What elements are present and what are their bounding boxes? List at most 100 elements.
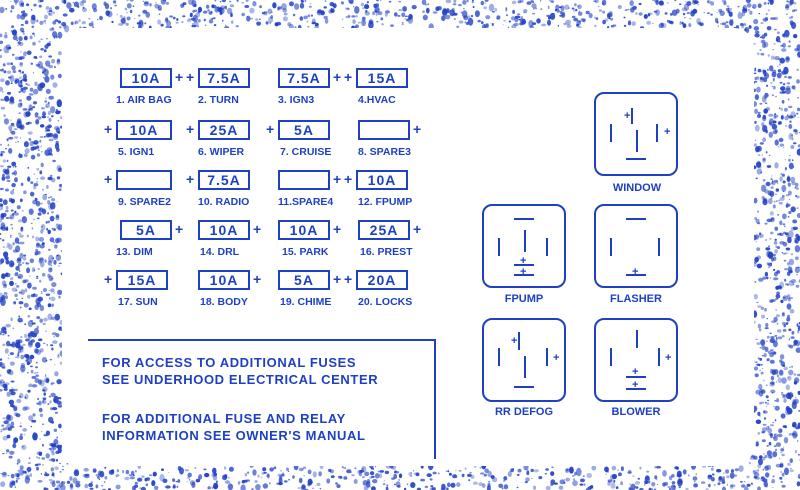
speckle-dot — [426, 473, 432, 478]
speckle-dot — [784, 159, 786, 161]
relay-pin — [524, 356, 526, 378]
speckle-dot — [37, 268, 40, 270]
speckle-dot — [38, 40, 41, 43]
plus-terminal: + — [665, 352, 672, 364]
speckle-dot — [49, 202, 56, 210]
speckle-dot — [634, 486, 639, 489]
speckle-dot — [753, 26, 760, 31]
fuse-label: 20. LOCKS — [358, 296, 413, 308]
speckle-dot — [16, 398, 22, 404]
speckle-dot — [425, 7, 430, 14]
speckle-dot — [777, 199, 781, 202]
speckle-dot — [789, 394, 794, 397]
speckle-dot — [757, 154, 761, 156]
speckle-dot — [345, 7, 350, 10]
speckle-dot — [115, 474, 120, 477]
speckle-dot — [49, 196, 53, 198]
speckle-dot — [610, 17, 614, 21]
speckle-dot — [783, 437, 789, 444]
speckle-dot — [617, 469, 620, 471]
speckle-dot — [32, 41, 36, 46]
speckle-dot — [578, 10, 580, 13]
speckle-dot — [788, 190, 792, 196]
speckle-dot — [249, 7, 255, 14]
speckle-dot — [15, 141, 17, 143]
speckle-dot — [28, 415, 34, 421]
speckle-dot — [9, 216, 13, 219]
speckle-dot — [769, 359, 775, 364]
speckle-dot — [371, 475, 375, 478]
speckle-dot — [142, 0, 144, 3]
speckle-dot — [786, 0, 789, 3]
speckle-dot — [779, 281, 785, 289]
speckle-dot — [6, 340, 11, 347]
speckle-dot — [30, 62, 33, 65]
speckle-dot — [749, 10, 753, 15]
speckle-dot — [776, 398, 779, 403]
speckle-dot — [673, 485, 676, 488]
speckle-dot — [48, 290, 50, 291]
speckle-dot — [748, 25, 752, 29]
speckle-dot — [230, 20, 234, 24]
speckle-dot — [0, 381, 3, 384]
speckle-dot — [11, 65, 16, 71]
speckle-dot — [488, 480, 491, 483]
speckle-dot — [32, 413, 36, 417]
speckle-dot — [681, 7, 687, 12]
fuse-rating-box: 15A — [116, 270, 168, 290]
speckle-dot — [774, 129, 778, 133]
speckle-dot — [10, 421, 15, 427]
speckle-dot — [789, 280, 792, 282]
speckle-dot — [429, 478, 433, 481]
speckle-dot — [70, 21, 74, 26]
speckle-dot — [145, 483, 149, 487]
speckle-dot — [20, 422, 22, 424]
speckle-dot — [33, 173, 35, 175]
speckle-dot — [498, 483, 504, 488]
speckle-dot — [564, 479, 566, 481]
speckle-dot — [783, 231, 786, 234]
speckle-dot — [0, 222, 6, 229]
speckle-dot — [1, 328, 5, 331]
speckle-dot — [25, 355, 30, 361]
speckle-dot — [263, 12, 268, 16]
speckle-dot — [789, 366, 791, 369]
speckle-dot — [58, 295, 61, 299]
speckle-dot — [794, 48, 799, 52]
speckle-dot — [519, 18, 524, 24]
speckle-dot — [294, 3, 300, 10]
speckle-dot — [773, 43, 776, 45]
speckle-dot — [157, 4, 162, 11]
speckle-dot — [756, 363, 761, 366]
speckle-dot — [61, 469, 65, 471]
speckle-dot — [2, 159, 6, 163]
speckle-dot — [526, 469, 530, 474]
speckle-dot — [288, 478, 291, 481]
speckle-dot — [277, 481, 283, 486]
speckle-dot — [623, 16, 626, 19]
speckle-dot — [40, 223, 46, 231]
speckle-dot — [788, 198, 791, 200]
speckle-dot — [782, 83, 786, 86]
speckle-dot — [265, 21, 269, 25]
speckle-dot — [357, 470, 362, 474]
speckle-dot — [39, 124, 45, 128]
speckle-dot — [14, 237, 20, 244]
speckle-dot — [754, 120, 757, 124]
speckle-dot — [764, 92, 769, 98]
speckle-dot — [10, 425, 15, 429]
speckle-dot — [770, 186, 774, 189]
speckle-dot — [48, 64, 54, 69]
speckle-dot — [32, 32, 35, 35]
speckle-dot — [31, 235, 35, 239]
speckle-dot — [453, 0, 457, 3]
speckle-dot — [766, 335, 770, 339]
speckle-dot — [353, 479, 358, 484]
speckle-dot — [3, 292, 8, 295]
speckle-dot — [0, 481, 6, 488]
speckle-dot — [788, 133, 794, 140]
speckle-dot — [777, 214, 780, 216]
speckle-dot — [579, 483, 584, 486]
speckle-dot — [36, 145, 40, 149]
speckle-dot — [758, 415, 761, 417]
